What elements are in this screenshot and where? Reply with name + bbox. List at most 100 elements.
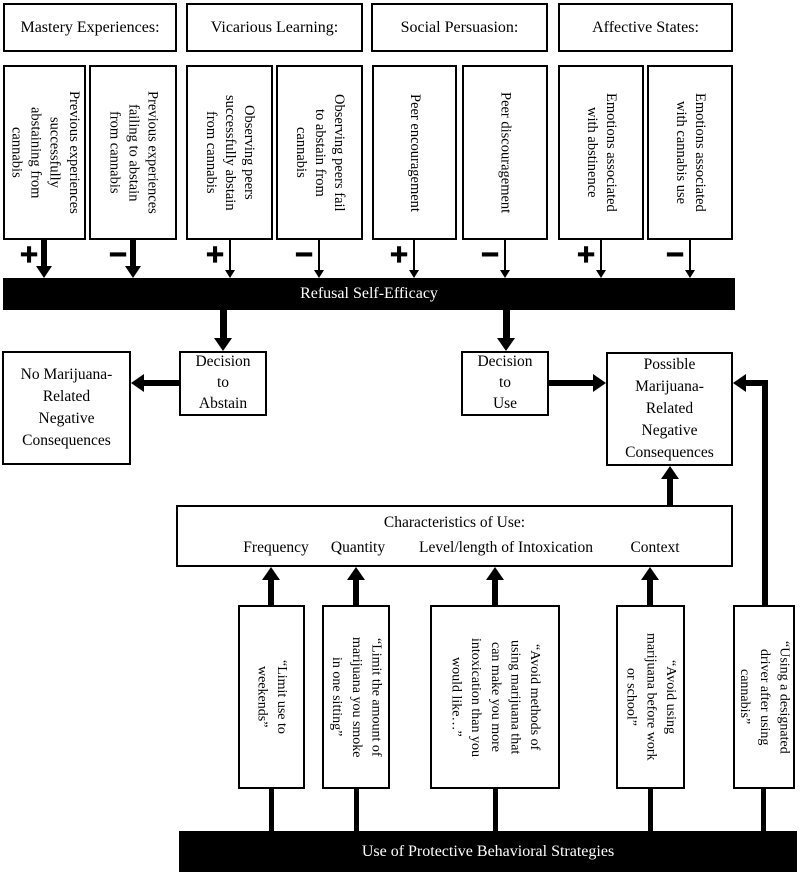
minus-sign: − [293, 240, 315, 268]
antecedent-box-peers-fail: Observing peers fail to abstain from can… [276, 65, 363, 240]
strategy-box-avoid-methods: “Avoid methods of using marijuana that c… [430, 605, 560, 789]
antecedent-text: Observing peers fail to abstain from can… [292, 93, 348, 212]
possible-consequences-text: Possible Marijuana- Related Negative Con… [625, 356, 714, 461]
arrow-right-shaft [549, 380, 593, 386]
arrow-down-shaft [413, 240, 415, 270]
no-consequences-text: No Marijuana- Related Negative Consequen… [20, 366, 113, 449]
feedback-arrow-horizontal-shaft [746, 380, 768, 386]
arrow-right-icon [593, 374, 606, 392]
arrow-down-icon [125, 266, 141, 278]
arrow-down-shaft [503, 310, 510, 338]
arrow-down-icon [685, 270, 695, 278]
arrow-up-icon [347, 567, 365, 580]
connector-line [269, 789, 274, 831]
antecedent-text: Emotions associated with abstinence [584, 93, 620, 212]
arrow-up-icon [641, 567, 659, 580]
arrow-up-icon [661, 466, 679, 479]
strategy-text: “Limit the amount of marijuana you smoke… [329, 636, 384, 758]
antecedent-box-success-abstaining: Previous experiences successfully abstai… [3, 65, 86, 240]
arrow-up-shaft [492, 580, 498, 605]
arrow-down-shaft [41, 240, 47, 268]
antecedent-box-peers-abstain: Observing peers successfully abstain fro… [186, 65, 273, 240]
characteristic-context: Context [630, 539, 680, 556]
characteristics-of-use-box: Characteristics of Use: Frequency Quanti… [176, 505, 733, 567]
antecedent-text: Emotions associated with cannabis use [673, 93, 709, 212]
connector-line [761, 789, 766, 831]
antecedent-text: Observing peers successfully abstain fro… [202, 94, 258, 211]
category-header-social-persuasion: Social Persuasion: [371, 3, 548, 52]
antecedent-box-emotions-abstinence: Emotions associated with abstinence [558, 65, 644, 240]
antecedent-box-peer-discouragement: Peer discouragement [462, 65, 548, 240]
arrow-down-icon [409, 270, 419, 278]
decision-to-abstain-box: Decision to Abstain [179, 351, 267, 416]
antecedent-box-failing-abstain: Previous experiences failing to abstain … [89, 65, 177, 240]
arrow-down-shaft [130, 240, 136, 268]
refusal-self-efficacy-bar: Refusal Self-Efficacy [3, 278, 735, 310]
arrow-left-icon [733, 374, 746, 392]
arrow-left-shaft [144, 380, 179, 386]
arrow-up-shaft [667, 479, 673, 505]
arrow-down-shaft [318, 240, 320, 270]
antecedent-box-peer-encouragement: Peer encouragement [372, 65, 457, 240]
feedback-arrow-vertical-shaft [762, 380, 768, 606]
arrow-down-shaft [600, 240, 602, 270]
connector-line [354, 789, 359, 831]
refusal-bar-label: Refusal Self-Efficacy [300, 285, 438, 302]
characteristic-intoxication: Level/length of Intoxication [419, 539, 593, 556]
minus-sign: − [107, 240, 129, 268]
arrow-up-icon [262, 567, 280, 580]
arrow-up-shaft [353, 580, 359, 605]
category-label: Affective States: [592, 18, 699, 36]
arrow-down-icon [225, 270, 235, 278]
strategy-box-avoid-before-work: “Avoid using marijuana before work or sc… [616, 605, 685, 789]
strategy-text: “Using a designated driver after using c… [737, 640, 792, 754]
plus-sign: + [18, 240, 40, 268]
arrow-down-icon [314, 270, 324, 278]
decision-use-text: Decision to Use [477, 353, 533, 412]
category-label: Social Persuasion: [400, 18, 519, 36]
arrow-down-icon [214, 338, 232, 351]
strategy-box-designated-driver: “Using a designated driver after using c… [733, 605, 795, 789]
minus-sign: − [664, 240, 686, 268]
category-label: Mastery Experiences: [20, 18, 160, 36]
arrow-down-icon [596, 270, 606, 278]
decision-abstain-text: Decision to Abstain [195, 353, 251, 412]
characteristic-quantity: Quantity [330, 539, 386, 556]
arrow-down-shaft [689, 240, 691, 270]
category-header-mastery-experiences: Mastery Experiences: [3, 3, 177, 52]
antecedent-text: Peer encouragement [407, 93, 424, 212]
possible-negative-consequences-box: Possible Marijuana- Related Negative Con… [606, 352, 733, 466]
arrow-down-icon [497, 338, 515, 351]
category-header-affective-states: Affective States: [558, 3, 733, 52]
minus-sign: − [479, 240, 501, 268]
characteristic-frequency: Frequency [243, 539, 309, 556]
arrow-up-shaft [647, 580, 653, 605]
strategy-text: “Limit use to weekends” [254, 660, 290, 734]
decision-to-use-box: Decision to Use [461, 351, 549, 416]
strategy-text: “Avoid using marijuana before work or sc… [623, 633, 678, 761]
plus-sign: + [204, 240, 226, 268]
antecedent-text: Previous experiences successfully abstai… [8, 91, 82, 214]
category-label: Vicarious Learning: [210, 18, 339, 36]
connector-line [648, 789, 653, 831]
arrow-down-icon [500, 270, 510, 278]
connector-line [493, 789, 498, 831]
characteristics-title: Characteristics of Use: [383, 514, 526, 531]
antecedent-text: Peer discouragement [497, 91, 514, 214]
pbs-bar-label: Use of Protective Behavioral Strategies [361, 842, 615, 860]
strategy-box-limit-amount: “Limit the amount of marijuana you smoke… [322, 605, 390, 789]
arrow-down-shaft [504, 240, 506, 270]
arrow-down-shaft [229, 240, 231, 270]
antecedent-box-emotions-cannabis: Emotions associated with cannabis use [647, 65, 733, 240]
strategy-text: “Avoid methods of using marijuana that c… [448, 637, 542, 757]
plus-sign: + [388, 240, 410, 268]
strategy-box-limit-weekends: “Limit use to weekends” [238, 605, 305, 789]
arrow-up-icon [486, 567, 504, 580]
arrow-up-shaft [268, 580, 274, 605]
arrow-down-shaft [220, 310, 227, 338]
plus-sign: + [575, 240, 597, 268]
protective-behavioral-strategies-bar: Use of Protective Behavioral Strategies [179, 831, 797, 872]
arrow-left-icon [131, 374, 144, 392]
category-header-vicarious-learning: Vicarious Learning: [186, 3, 363, 52]
